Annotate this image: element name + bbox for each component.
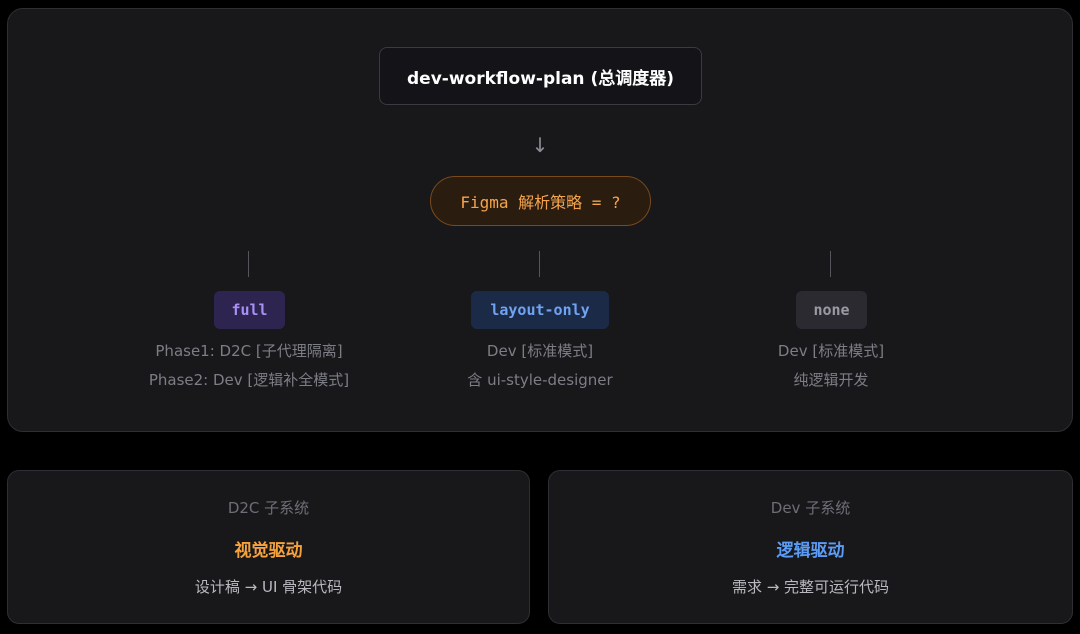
root-node: dev-workflow-plan (总调度器) <box>379 47 702 105</box>
branch-tag-layout-only: layout-only <box>471 291 609 329</box>
workflow-diagram-panel: dev-workflow-plan (总调度器) ↓ Figma 解析策略 = … <box>7 8 1073 432</box>
branch-layout-desc-2: 含 ui-style-designer <box>467 371 613 389</box>
d2c-subtitle: D2C 子系统 <box>227 499 310 517</box>
branch-connector-layout-only <box>539 251 540 277</box>
branch-tag-full: full <box>214 291 285 329</box>
dev-subtitle: Dev 子系统 <box>770 499 851 517</box>
branch-connector-full <box>248 251 249 277</box>
branch-full-desc-2: Phase2: Dev [逻辑补全模式] <box>148 371 350 389</box>
d2c-subsystem-card: D2C 子系统 视觉驱动 设计稿 → UI 骨架代码 <box>7 470 530 624</box>
branch-connector-none <box>830 251 831 277</box>
d2c-desc: 设计稿 → UI 骨架代码 <box>194 578 343 596</box>
branch-tag-none: none <box>796 291 867 329</box>
branch-layout-desc-1: Dev [标准模式] <box>486 342 594 360</box>
decision-node: Figma 解析策略 = ? <box>430 176 651 226</box>
branch-full-desc-1: Phase1: D2C [子代理隔离] <box>155 342 343 360</box>
dev-subsystem-card: Dev 子系统 逻辑驱动 需求 → 完整可运行代码 <box>548 470 1073 624</box>
branch-none-desc-2: 纯逻辑开发 <box>793 371 869 389</box>
branch-none-desc-1: Dev [标准模式] <box>777 342 885 360</box>
dev-title: 逻辑驱动 <box>776 541 845 561</box>
down-arrow-icon: ↓ <box>531 133 549 157</box>
d2c-title: 视觉驱动 <box>234 541 303 561</box>
dev-desc: 需求 → 完整可运行代码 <box>731 578 890 596</box>
